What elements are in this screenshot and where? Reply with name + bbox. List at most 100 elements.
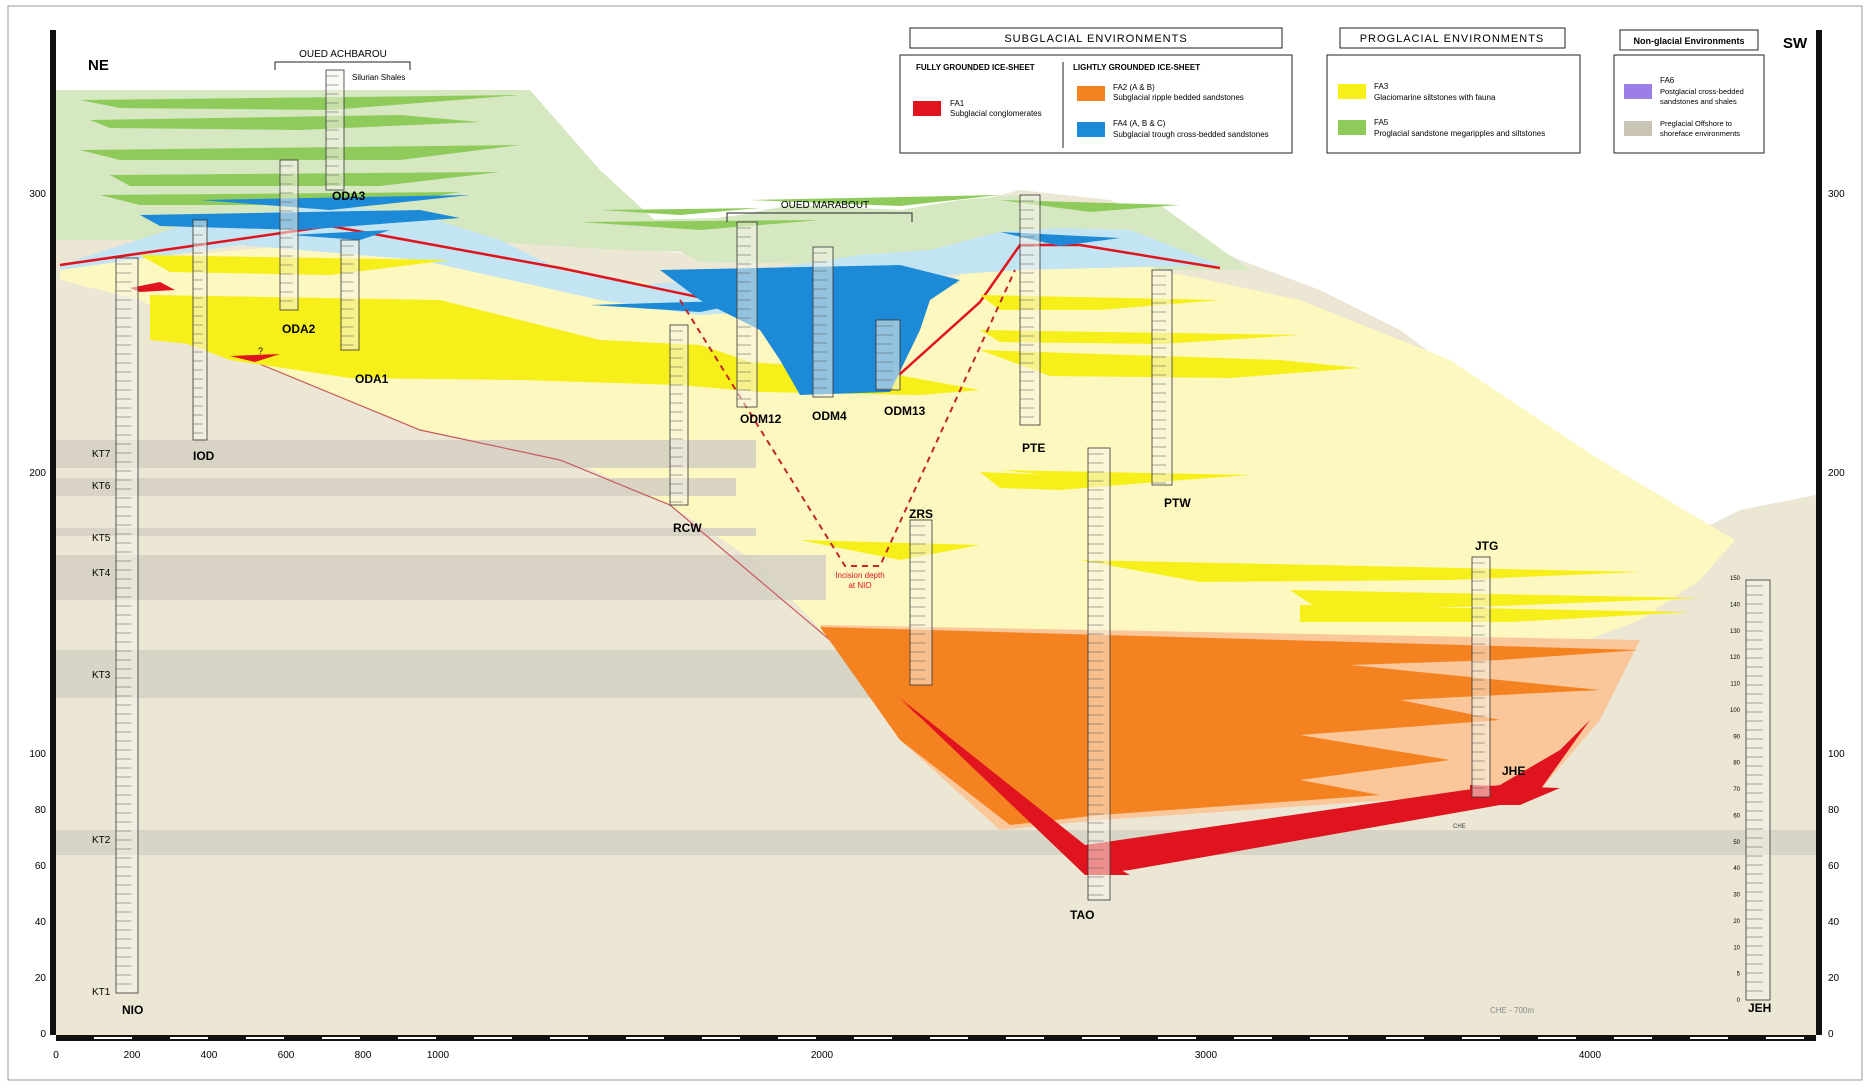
x-label-4000: 4000 xyxy=(1579,1050,1602,1061)
y-label-80: 80 xyxy=(35,805,47,816)
well-labels: ODA3 ODA2 ODA1 IOD RCW ODM12 ODM4 ODM13 … xyxy=(122,189,1771,1017)
well-jtg: JTG xyxy=(1475,539,1498,553)
incision-note-line1: Incision depth xyxy=(835,571,884,580)
jeh-scale-label: 80 xyxy=(1733,761,1740,767)
kt6: KT6 xyxy=(92,481,111,492)
x-label-200: 200 xyxy=(124,1050,141,1061)
y-axis-right: 300 200 100 80 60 40 20 0 xyxy=(1816,30,1845,1040)
x-axis-scale-segment xyxy=(1614,1037,1652,1039)
x-label-600: 600 xyxy=(278,1050,295,1061)
jeh-scale-label: 60 xyxy=(1733,813,1740,819)
well-odm13: ODM13 xyxy=(884,404,926,418)
x-axis-scale-segment xyxy=(1690,1037,1728,1039)
y-label-300: 300 xyxy=(29,189,46,200)
y-label-0: 0 xyxy=(40,1029,46,1040)
legend-off-desc2: shoreface environments xyxy=(1660,129,1740,138)
x-axis-scale-segment xyxy=(702,1037,740,1039)
x-label-1000: 1000 xyxy=(427,1050,450,1061)
fa1-conglomerate-main xyxy=(900,698,1590,875)
jeh-scale-label: 140 xyxy=(1730,602,1741,608)
kt1: KT1 xyxy=(92,987,111,998)
fa2-orange-layers xyxy=(820,627,1640,825)
x-axis-scale-segment xyxy=(1766,1037,1804,1039)
incision-note-line2: at NIO xyxy=(848,581,871,590)
kt2: KT2 xyxy=(92,835,111,846)
y-right-100: 100 xyxy=(1828,749,1845,760)
well-zrs: ZRS xyxy=(909,507,933,521)
legend-fa6-desc2: sandstones and shales xyxy=(1660,97,1737,106)
x-axis-scale-segment xyxy=(1158,1037,1196,1039)
x-axis: 0 200 400 600 800 1000 2000 3000 4000 xyxy=(53,1035,1816,1061)
x-axis-scale-segment xyxy=(1234,1037,1272,1039)
x-axis-scale-segment xyxy=(854,1037,892,1039)
x-axis-scale-segment xyxy=(550,1037,588,1039)
y-right-40: 40 xyxy=(1828,917,1840,928)
col-oda1 xyxy=(340,239,360,351)
y-label-200: 200 xyxy=(29,468,46,479)
jeh-scale-label: 40 xyxy=(1733,866,1740,872)
legend-fa5-desc: Proglacial sandstone megaripples and sil… xyxy=(1374,129,1545,138)
y-axis-left: 300 200 100 80 60 40 20 0 xyxy=(29,30,56,1040)
oued-marabout-label: OUED MARABOUT xyxy=(781,200,869,211)
jeh-scale-label: 150 xyxy=(1730,576,1741,582)
y-label-100: 100 xyxy=(29,749,46,760)
incision-depth-note: Incision depth at NIO xyxy=(835,571,884,590)
fa1-oda1 xyxy=(230,354,280,362)
kt-bands xyxy=(56,440,1816,855)
well-odm12: ODM12 xyxy=(740,412,782,426)
legend-fa6-swatch xyxy=(1624,84,1652,99)
kt-markers: KT7 KT6 KT5 KT4 KT3 KT2 KT1 xyxy=(92,449,111,998)
x-axis-scale-segment xyxy=(170,1037,208,1039)
legend-fa5-code: FA5 xyxy=(1374,118,1389,127)
question-mark-oda1: ? xyxy=(258,346,263,356)
legend-fa4-code: FA4 (A, B & C) xyxy=(1113,119,1166,128)
legend-fa2-code: FA2 (A & B) xyxy=(1113,83,1155,92)
legend-subglacial: SUBGLACIAL ENVIRONMENTS FULLY GROUNDED I… xyxy=(899,27,1293,154)
legend-fa2-desc: Subglacial ripple bedded sandstones xyxy=(1113,93,1244,102)
x-axis-scale-segment xyxy=(1006,1037,1044,1039)
legend-fa3-code: FA3 xyxy=(1374,82,1389,91)
x-axis-scale-segment xyxy=(474,1037,512,1039)
jeh-scale-label: 110 xyxy=(1730,682,1740,688)
x-axis-scale-segment xyxy=(1310,1037,1348,1039)
oued-marabout-bracket: OUED MARABOUT xyxy=(726,200,913,222)
lower-boundary-line xyxy=(249,359,831,641)
y-right-60: 60 xyxy=(1828,861,1840,872)
jeh-scale-label: 100 xyxy=(1730,708,1741,714)
legend-fa4-desc: Subglacial trough cross-bedded sandstone… xyxy=(1113,130,1269,139)
y-right-0: 0 xyxy=(1828,1029,1834,1040)
legend-fa1-desc: Subglacial conglomerates xyxy=(950,109,1042,118)
col-zrs xyxy=(909,519,933,686)
x-axis-scale-segment xyxy=(322,1037,360,1039)
kt3: KT3 xyxy=(92,670,111,681)
col-iod xyxy=(192,219,208,441)
oued-achbarou-label: OUED ACHBAROU xyxy=(299,49,387,60)
legend-fa3-desc: Glaciomarine siltstones with fauna xyxy=(1374,93,1496,102)
jeh-scale-label: 90 xyxy=(1733,734,1740,740)
x-axis-scale-segment xyxy=(246,1037,284,1039)
well-oda1: ODA1 xyxy=(355,372,389,386)
kt4: KT4 xyxy=(92,568,111,579)
legend-nonglacial: Non-glacial Environments FA6 Postglacial… xyxy=(1613,29,1765,154)
col-rcw xyxy=(669,324,689,506)
jeh-scale-label: 0 xyxy=(1737,998,1741,1004)
x-axis-scale-segment xyxy=(398,1037,436,1039)
sky-mask xyxy=(56,50,1816,540)
col-odm4 xyxy=(812,246,834,398)
well-rcw: RCW xyxy=(673,521,702,535)
col-nio xyxy=(115,257,139,994)
x-label-3000: 3000 xyxy=(1195,1050,1218,1061)
che-distance: CHE - 700m xyxy=(1490,1006,1534,1015)
x-label-0: 0 xyxy=(53,1050,59,1061)
jeh-scale-label: 120 xyxy=(1730,655,1741,661)
orientation-ne: NE xyxy=(88,57,109,74)
y-label-40: 40 xyxy=(35,917,47,928)
silurian-shales-label: Silurian Shales xyxy=(352,73,405,82)
col-jeh xyxy=(1745,579,1771,1001)
jeh-scale-label: 20 xyxy=(1733,919,1740,925)
legend-lightly-grounded: LIGHTLY GROUNDED ICE-SHEET xyxy=(1073,63,1200,72)
kt7: KT7 xyxy=(92,449,111,460)
legend-nonglacial-title: Non-glacial Environments xyxy=(1633,36,1744,46)
